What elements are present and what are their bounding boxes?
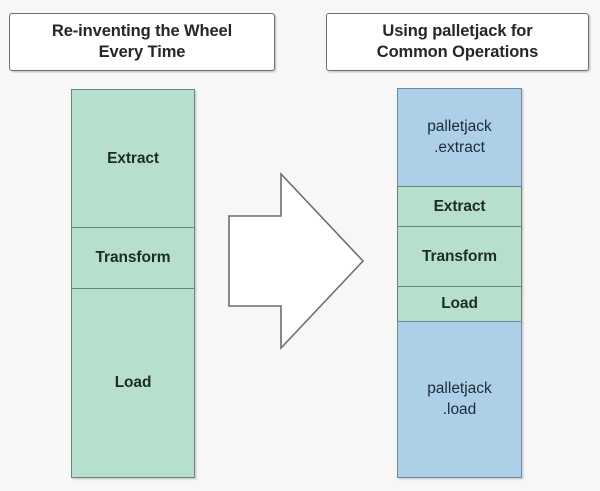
right-title-line-1: Using palletjack for xyxy=(382,21,533,40)
right-panel-title: Using palletjack for Common Operations xyxy=(326,13,589,71)
right-segment-label-transform: Transform xyxy=(422,247,497,265)
left-panel-title: Re-inventing the Wheel Every Time xyxy=(9,13,275,71)
right-segment-label-load: Load xyxy=(441,295,478,312)
right-segment-label-palletjack-extract-line-2: .extract xyxy=(434,138,485,156)
left-segment-label-extract: Extract xyxy=(107,149,159,167)
right-arrow-icon xyxy=(226,170,366,352)
left-segment-label-load: Load xyxy=(114,374,152,391)
right-stack-segment-transform: Transform xyxy=(397,226,522,287)
left-segment-label-transform: Transform xyxy=(95,249,171,266)
right-arrow-shape xyxy=(228,171,365,351)
right-stack-segment-extract: Extract xyxy=(397,186,522,227)
left-stack-segment-extract: Extract xyxy=(71,89,195,228)
left-title-line-2: Every Time xyxy=(98,43,186,61)
right-stack-segment-palletjack-extract: palletjack .extract xyxy=(397,88,522,187)
left-stack-segment-load: Load xyxy=(71,288,195,478)
right-segment-label-palletjack-load-line-1: palletjack xyxy=(427,380,492,398)
right-segment-label-palletjack-load-line-2: .load xyxy=(442,400,477,418)
right-segment-label-extract: Extract xyxy=(433,197,486,215)
right-stack-segment-load: Load xyxy=(397,286,522,322)
left-stack: Extract Transform Load xyxy=(71,89,195,478)
right-stack-segment-palletjack-load: palletjack .load xyxy=(397,321,522,478)
right-stack: palletjack .extract Extract Transform Lo… xyxy=(397,88,522,478)
right-title-line-2: Common Operations xyxy=(376,43,539,61)
right-segment-label-palletjack-extract-line-1: palletjack xyxy=(427,118,492,136)
left-stack-segment-transform: Transform xyxy=(71,227,195,289)
left-title-line-1: Re-inventing the Wheel xyxy=(51,21,233,40)
